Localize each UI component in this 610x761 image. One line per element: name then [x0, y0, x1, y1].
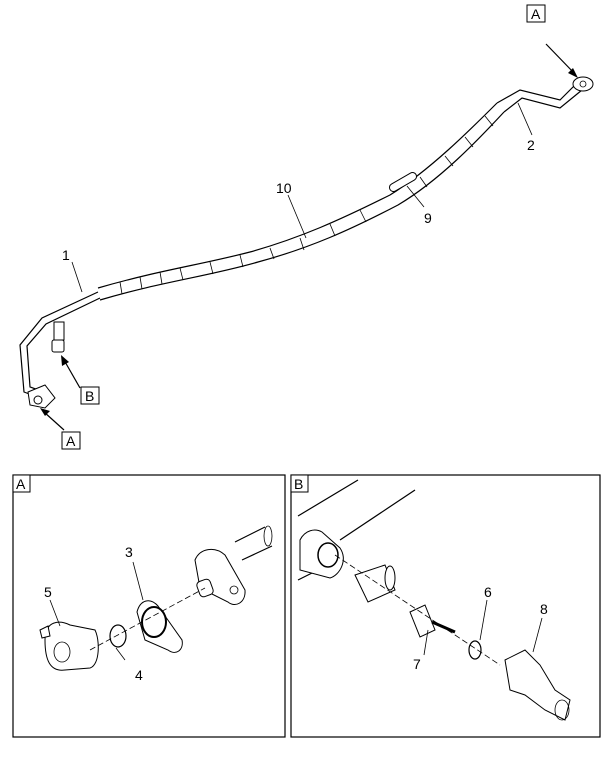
- sensor-port-fitting: [53, 321, 65, 341]
- pressure-switch-8: [504, 649, 571, 721]
- callout-1: 1: [62, 247, 70, 263]
- cap-5: [44, 621, 99, 671]
- detail-b-title: B: [294, 476, 303, 492]
- callout-4: 4: [135, 667, 143, 683]
- callout-8: 8: [540, 601, 548, 617]
- sensor-port-boss: [299, 529, 344, 579]
- callout-6: 6: [484, 584, 492, 600]
- valve-7: [409, 604, 436, 638]
- tube-end-flange-top: [572, 76, 594, 92]
- o-ring-4: [109, 624, 127, 648]
- callout-3: 3: [125, 544, 133, 560]
- callout-2: 2: [527, 137, 535, 153]
- view-ref-b: B: [85, 388, 94, 404]
- callout-7: 7: [413, 656, 421, 672]
- view-ref-a-top: A: [531, 6, 541, 22]
- o-ring-6: [468, 640, 482, 660]
- callout-10: 10: [276, 180, 292, 196]
- callout-9: 9: [424, 210, 432, 226]
- detail-a-title: A: [16, 476, 26, 492]
- detail-a-panel: A 3 4 5: [12, 474, 286, 738]
- tube-assembly: [19, 76, 594, 409]
- tube-end-flange-bottom: [27, 384, 56, 409]
- detail-b-panel: B 6 7 8: [290, 474, 601, 738]
- callout-5: 5: [44, 584, 52, 600]
- view-ref-a-bottom: A: [66, 433, 76, 449]
